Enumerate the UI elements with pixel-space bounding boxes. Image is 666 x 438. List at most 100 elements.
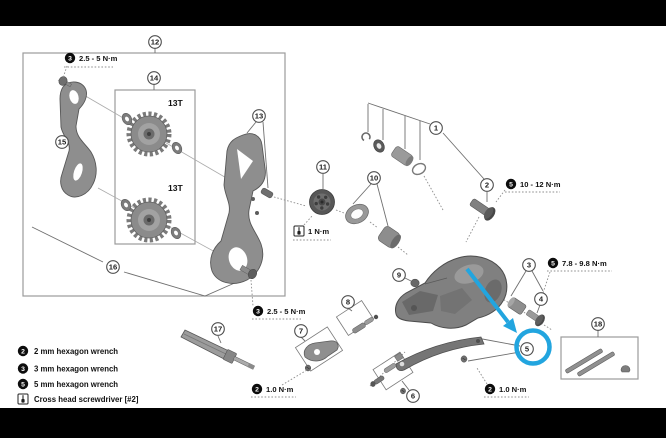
callout-3: 3 <box>522 258 536 272</box>
tool-size-badge: 2 <box>255 386 259 393</box>
legend-item-5mm: 5 5 mm hexagon wrench <box>17 378 118 390</box>
plate-screw <box>58 76 72 88</box>
svg-text:11: 11 <box>319 163 328 172</box>
legend-label: 5 mm hexagon wrench <box>34 380 118 389</box>
svg-text:9: 9 <box>397 271 401 280</box>
derailleur-body <box>395 255 508 329</box>
bracket-axle-bolt <box>469 198 496 221</box>
torque-label-stopper-screw: 1 N·m <box>293 215 331 241</box>
callout-12: 12 <box>148 35 162 49</box>
highlight-circle[interactable] <box>514 328 552 366</box>
torque-label-cage-screw: 3 2.5 - 5 N·m <box>64 52 118 68</box>
legend-label: 2 mm hexagon wrench <box>34 347 118 356</box>
callout-11: 11 <box>316 160 330 174</box>
highlight-annotation <box>465 267 552 366</box>
legend-item-3mm: 3 3 mm hexagon wrench <box>17 363 118 374</box>
torque-value: 2.5 - 5 N·m <box>79 54 118 63</box>
svg-text:5: 5 <box>525 345 530 354</box>
axle-unit-parts <box>361 132 427 176</box>
callout-14: 14 <box>147 71 161 85</box>
svg-text:2: 2 <box>485 181 489 190</box>
switch-unit-parts <box>370 352 404 387</box>
callout-6: 6 <box>406 389 420 403</box>
legend: 2 2 mm hexagon wrench 3 3 mm hexagon wre… <box>17 345 139 405</box>
torque-leader-4 <box>250 279 254 307</box>
svg-text:3: 3 <box>21 366 25 373</box>
tool-size-badge: 5 <box>551 260 555 267</box>
svg-text:10: 10 <box>370 174 378 183</box>
bracket-link <box>303 340 339 372</box>
svg-text:7: 7 <box>299 327 303 336</box>
spare-parts-box-18 <box>560 336 639 380</box>
callout-4: 4 <box>534 292 548 306</box>
svg-text:3: 3 <box>527 261 531 270</box>
screwdriver-icon <box>293 225 305 237</box>
stabilizer-plate-group <box>395 336 485 395</box>
torque-value: 10 - 12 N·m <box>520 180 561 189</box>
highlight-arrowhead <box>503 318 517 333</box>
svg-text:13: 13 <box>255 112 263 121</box>
svg-text:6: 6 <box>411 392 415 401</box>
torque-leader-1 <box>62 65 68 79</box>
spring-pin-parts <box>352 314 379 334</box>
torque-label-cage-bolt: 3 2.5 - 5 N·m <box>252 305 306 320</box>
pulley-box-14 <box>114 89 196 245</box>
torque-value: 1.0 N·m <box>266 385 294 394</box>
tool-size-badge: 3 <box>256 308 260 315</box>
torque-value: 7.8 - 9.8 N·m <box>562 259 607 268</box>
torque-value: 2.5 - 5 N·m <box>267 307 306 316</box>
callout-2: 2 <box>480 178 494 192</box>
inner-cage-plate <box>210 133 266 284</box>
callout-1: 1 <box>429 121 443 135</box>
cage-bolt <box>239 264 257 280</box>
torque-label-plate-screw: 2 1.0 N·m <box>476 367 529 398</box>
cage-stopper-disc <box>309 189 335 215</box>
highlight-arrow <box>465 267 510 324</box>
callout-7: 7 <box>294 324 308 338</box>
svg-text:14: 14 <box>150 74 159 83</box>
svg-text:5: 5 <box>21 381 25 388</box>
svg-text:15: 15 <box>58 138 67 147</box>
callout-17: 17 <box>211 322 225 336</box>
svg-text:16: 16 <box>109 263 117 272</box>
callout-13: 13 <box>252 109 266 123</box>
upper-pulley <box>126 111 172 157</box>
spring-ring <box>345 203 369 225</box>
svg-text:4: 4 <box>539 295 544 304</box>
callout-18: 18 <box>591 317 605 331</box>
svg-text:1: 1 <box>434 124 439 133</box>
legend-label: Cross head screwdriver [#2] <box>34 395 139 404</box>
frame-box-12 <box>22 52 286 297</box>
tool-size-badge: 5 <box>509 181 513 188</box>
saver-unit-parts <box>507 297 545 327</box>
tool-rod <box>180 329 255 370</box>
callout-5[interactable]: 5 <box>520 342 534 356</box>
screwdriver-icon <box>17 393 29 405</box>
pulley-teeth-label: 13T <box>168 98 184 108</box>
cage-pin <box>260 187 274 199</box>
svg-text:12: 12 <box>151 38 159 47</box>
callout-15: 15 <box>55 135 69 149</box>
torque-label-link-screw: 2 1.0 N·m <box>251 369 308 398</box>
spare-rods <box>565 348 631 377</box>
svg-text:18: 18 <box>594 320 602 329</box>
torque-label-saver-bolt: 5 7.8 - 9.8 N·m <box>541 257 612 297</box>
svg-text:17: 17 <box>214 325 222 334</box>
legend-item-2mm: 2 2 mm hexagon wrench <box>17 345 118 357</box>
pulley-washers <box>120 112 183 240</box>
clutch-cap <box>378 226 401 249</box>
tool-size-badge: 3 <box>68 55 72 62</box>
legend-item-screwdriver: Cross head screwdriver [#2] <box>17 393 139 405</box>
svg-text:2: 2 <box>21 348 25 355</box>
svg-text:8: 8 <box>346 298 350 307</box>
tool-size-badge: 2 <box>488 386 492 393</box>
leader-lines <box>31 48 599 391</box>
pulley-teeth-label: 13T <box>168 183 184 193</box>
callout-16: 16 <box>106 260 120 274</box>
legend-label: 3 mm hexagon wrench <box>34 365 118 374</box>
adjust-cap <box>410 278 420 288</box>
lower-pulley <box>126 197 172 243</box>
outer-cage-plate <box>59 81 97 198</box>
